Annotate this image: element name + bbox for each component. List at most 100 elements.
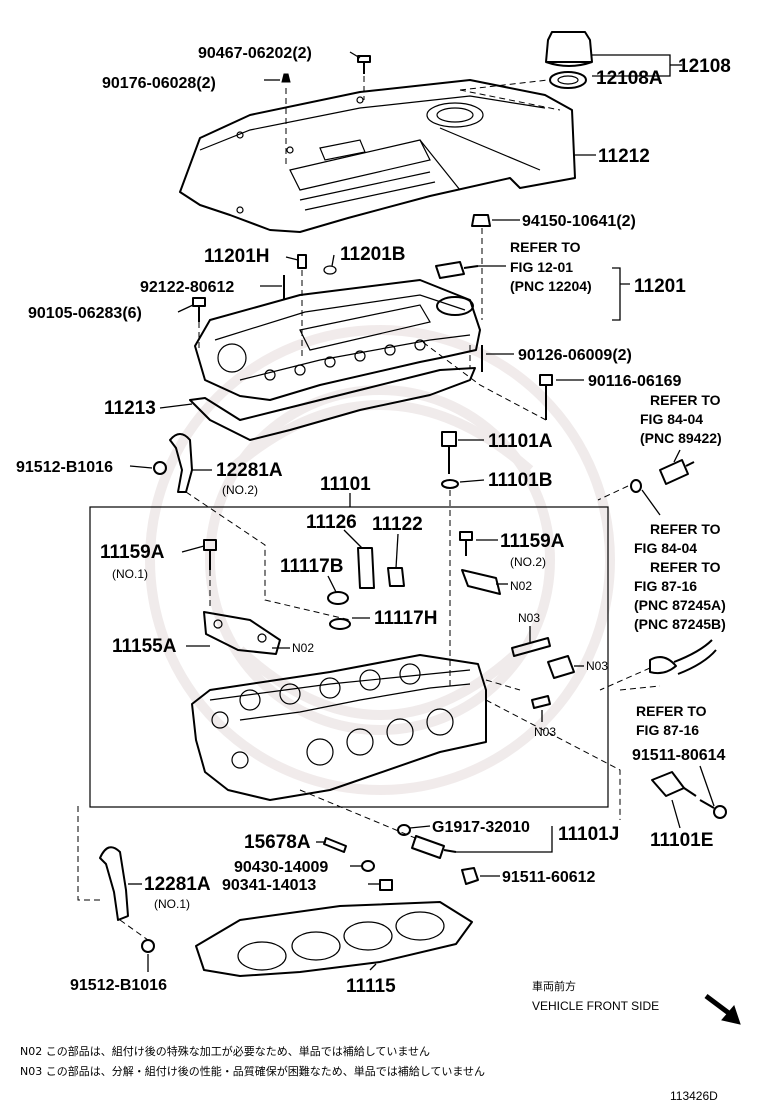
n03-pin-drawing <box>511 637 551 657</box>
label-11201H: 11201H <box>204 246 270 267</box>
label-90116: 90116-06169 <box>588 373 682 390</box>
refer-87-line3: (PNC 87245A) <box>634 597 726 613</box>
label-n02-a: N02 <box>510 579 532 593</box>
leader-11159A-left <box>181 545 205 553</box>
cylinder-head-box <box>89 506 609 808</box>
label-11117B: 11117B <box>280 556 343 577</box>
label-90105: 90105-06283(6) <box>28 305 142 322</box>
refer-84a-line1: REFER TO <box>650 392 721 408</box>
bolt-90105-drawing <box>192 297 206 322</box>
label-n03-b: N03 <box>586 659 608 673</box>
dash-top-bolts <box>285 76 365 168</box>
leader-11201H <box>285 256 299 261</box>
refer-87-line4: (PNC 87245B) <box>634 616 726 632</box>
oil-jet-15678A-drawing <box>323 837 347 853</box>
dash-90116 <box>419 339 547 421</box>
leader-11201B <box>331 254 335 267</box>
leader-g1917 <box>409 825 431 829</box>
label-11159A-right: 11159A <box>500 531 565 552</box>
engine-hanger-no2-drawing <box>153 433 193 493</box>
leader-11101E <box>671 799 681 829</box>
label-91511-80614: 91511-80614 <box>632 747 726 764</box>
bolt-90467-drawing <box>357 55 371 74</box>
label-11117H: 11117H <box>374 608 437 629</box>
label-11201: 11201 <box>634 276 686 297</box>
dash-left-box <box>77 806 100 901</box>
leader-91511-80614 <box>699 765 715 807</box>
refer-87-line2: FIG 87-16 <box>634 578 697 594</box>
refer-87-line1: REFER TO <box>650 559 721 575</box>
leader-11117B <box>327 575 337 593</box>
label-90430: 90430-14009 <box>234 859 328 876</box>
note-n03: N03 この部品は、分解・組付け後の性能・品質確保が困難なため、単品では補給して… <box>20 1064 485 1078</box>
refer-87b-line1: REFER TO <box>636 703 707 719</box>
leader-11115 <box>369 963 377 971</box>
label-12108A: 12108A <box>596 68 663 89</box>
label-91511-60612: 91511-60612 <box>502 869 596 886</box>
leader-11101B <box>459 479 485 483</box>
grommet-90176-drawing <box>281 73 291 83</box>
label-11101E: 11101E <box>650 830 713 851</box>
refer-12-line2: FIG 12-01 <box>510 259 573 275</box>
label-11101: 11101 <box>320 474 371 495</box>
label-n02-b: N02 <box>292 641 314 655</box>
refer-12-line3: (PNC 12204) <box>510 278 592 294</box>
refer-84a-line2: FIG 84-04 <box>640 411 703 427</box>
figure-id: 113426D <box>670 1089 718 1103</box>
label-11101J: 11101J <box>558 824 619 845</box>
dash-bottom <box>299 789 421 841</box>
label-11115: 11115 <box>346 976 396 997</box>
oil-filler-cap-drawing <box>545 31 593 89</box>
hose-clamp-drawing <box>649 639 717 675</box>
n03-sleeve-drawing <box>547 655 575 679</box>
label-11212: 11212 <box>598 146 650 167</box>
label-12281A-top-note: (NO.2) <box>222 483 258 497</box>
label-90176: 90176-06028(2) <box>102 75 216 92</box>
washer-11117H-drawing <box>329 618 351 630</box>
stud-92122-drawing <box>283 254 337 300</box>
dash-hanger-no1 <box>119 919 149 941</box>
leader-90105 <box>177 304 194 313</box>
refer-84b-line2: FIG 84-04 <box>634 540 697 556</box>
label-12281A-bot: 12281A <box>144 874 211 895</box>
dash-hose <box>599 667 661 691</box>
head-gasket-drawing <box>195 901 473 977</box>
leader-91512-top <box>129 465 153 469</box>
label-91512-top: 91512-B1016 <box>16 459 113 476</box>
leader-refer-84a <box>673 449 681 463</box>
refer-84a-line3: (PNC 89422) <box>640 430 722 446</box>
label-n03-c: N03 <box>534 725 556 739</box>
label-94150: 94150-10641(2) <box>522 213 636 230</box>
note-n02: N02 この部品は、組付け後の特殊な加工が必要なため、単品では補給していません <box>20 1044 430 1058</box>
refer-87b-line2: FIG 87-16 <box>636 722 699 738</box>
valve-cover-gasket-drawing <box>189 367 476 441</box>
label-11122: 11122 <box>372 514 423 535</box>
label-11159A-left: 11159A <box>100 542 165 563</box>
bolt-11159A-no2-drawing <box>459 531 473 556</box>
dash-head-n03 <box>485 679 521 691</box>
leader-11122 <box>395 533 399 569</box>
dash-cap <box>459 79 561 111</box>
sensor-89422-drawing <box>630 459 695 493</box>
bolt-90116-drawing <box>539 374 553 420</box>
label-91512-bot: 91512-B1016 <box>70 977 167 994</box>
valve-guide-drawing <box>357 547 405 589</box>
label-12281A-bot-note: (NO.1) <box>154 897 190 911</box>
label-92122: 92122-80612 <box>140 279 234 296</box>
label-11101A: 11101A <box>488 431 553 452</box>
label-12281A-top: 12281A <box>216 460 283 481</box>
refer-12-line1: REFER TO <box>510 239 581 255</box>
label-g1917: G1917-32010 <box>432 819 530 836</box>
plug-90341-drawing <box>379 879 393 891</box>
label-11159A-right-note: (NO.2) <box>510 555 546 569</box>
label-15678A: 15678A <box>244 832 311 853</box>
washer-90430-drawing <box>361 860 375 872</box>
label-90341: 90341-14013 <box>222 877 316 894</box>
leader-90467 <box>349 51 361 59</box>
engine-cover-drawing <box>179 79 576 233</box>
front-label-jp: 車両前方 <box>532 979 576 993</box>
engine-hanger-no1-drawing <box>99 846 155 953</box>
label-11201B: 11201B <box>340 244 406 265</box>
label-12108: 12108 <box>678 56 731 77</box>
